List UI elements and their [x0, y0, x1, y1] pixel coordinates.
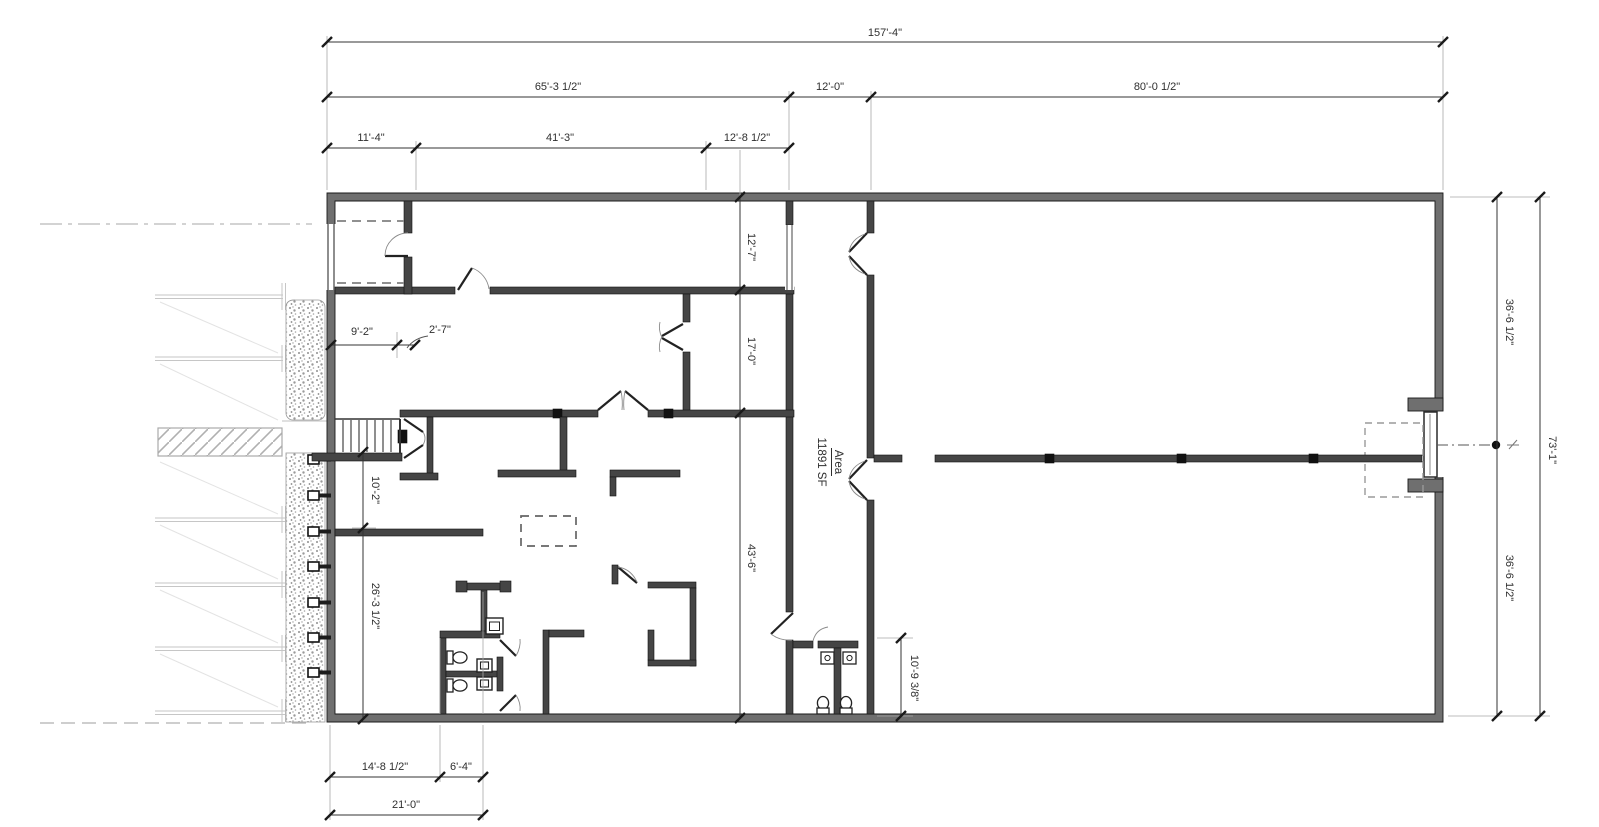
double-door-leaf — [597, 390, 622, 411]
dim-room-43-6: 43'-6" — [745, 544, 757, 572]
curb-curve — [285, 299, 296, 308]
t-partition — [559, 416, 568, 472]
entry-door-leaf — [403, 418, 424, 433]
corridor-restroom-wall — [792, 640, 814, 649]
l-partition — [609, 469, 681, 478]
dim-restroom-10-9: 10'-9 3/8" — [908, 655, 920, 701]
storefront-window — [326, 224, 336, 290]
dim-left-block: 65'-3 1/2" — [535, 81, 581, 93]
dim-room-9-2: 9'-2" — [351, 326, 373, 338]
corridor-right-wall — [866, 200, 875, 234]
dim-stair-10-2: 10'-2" — [369, 476, 381, 504]
storage-door-leaf — [617, 566, 638, 584]
dim-corridor: 12'-0" — [816, 81, 844, 93]
exterior-walls — [326, 192, 1444, 723]
dim-room-12-7: 12'-7" — [745, 233, 757, 261]
leader-line — [406, 335, 429, 349]
parking-stall-diagonals — [159, 301, 279, 708]
corridor-double-door-bottom — [848, 459, 868, 480]
corridor-restroom-sinks — [820, 651, 857, 665]
plumbing-fixtures — [446, 617, 857, 715]
dim-door-2-7: 2'-7" — [429, 324, 451, 336]
dashed-symbols — [337, 220, 577, 547]
area-label-title: Area — [832, 450, 844, 475]
dim-room-17-0: 17'-0" — [745, 337, 757, 365]
site-parking-area — [40, 223, 327, 724]
warehouse-demising-wall — [873, 454, 903, 463]
stair-wall — [311, 452, 403, 462]
centerline-symbol-icon — [1507, 439, 1519, 450]
office-door-leaf — [457, 267, 473, 291]
door-leaves — [385, 232, 868, 712]
parking-stall-stripes — [155, 283, 286, 722]
room-divider-wall — [682, 293, 691, 323]
dim-overall-width: 157'-4" — [868, 27, 902, 39]
office-rear-door-leaf — [770, 612, 794, 635]
area-label: Area 11891 SF — [815, 437, 844, 486]
area-label-value: 11891 SF — [815, 437, 827, 486]
gravel-strip-upper — [285, 299, 326, 421]
dim-back-bay: 12'-8 1/2" — [724, 132, 770, 144]
extension-lines — [326, 36, 1550, 820]
dim-bottom-14-8: 14'-8 1/2" — [362, 761, 408, 773]
column-dashed-box — [520, 515, 577, 547]
corridor-left-wall — [785, 200, 794, 226]
interior-partitions — [311, 200, 1423, 715]
hatched-walkway — [157, 427, 283, 457]
dimension-text: 157'-4" 65'-3 1/2" 12'-0" 80'-0 1/2" 11'… — [351, 27, 1558, 811]
office-front-wall — [334, 286, 456, 295]
vestibule-wall — [403, 200, 413, 234]
stair — [335, 418, 401, 453]
office-low-wall — [334, 528, 484, 537]
dock-door-swing-dashed — [1364, 422, 1424, 498]
dock-door-recess — [1364, 397, 1519, 498]
door-swing-arcs — [384, 232, 866, 712]
corridor-window — [785, 225, 794, 290]
dim-bottom-6-4: 6'-4" — [450, 761, 472, 773]
centerline-node — [1491, 440, 1501, 450]
corridor-double-door-top — [848, 232, 868, 253]
stair-treads — [342, 420, 392, 452]
dimension-ticks — [321, 36, 1546, 821]
office-mid-wall — [399, 409, 599, 418]
dim-entry-bay: 11'-4" — [357, 132, 384, 144]
dim-bottom-21-0: 21'-0" — [392, 799, 420, 811]
dim-right-lower: 36'-6 1/2" — [1503, 555, 1515, 601]
dim-overall-height: 73'-1" — [1546, 436, 1558, 464]
dim-right-upper: 36'-6 1/2" — [1503, 299, 1515, 345]
dim-right-block: 80'-0 1/2" — [1134, 81, 1180, 93]
doors — [384, 232, 868, 712]
dimension-lines — [327, 41, 1541, 816]
dim-office-26-3: 26'-3 1/2" — [369, 583, 381, 629]
dim-office-bay: 41'-3" — [546, 132, 574, 144]
building-shell — [307, 192, 1519, 723]
restroom-door-leaf — [499, 639, 517, 657]
storage-room-wall — [647, 581, 697, 589]
sink-icon — [485, 617, 504, 635]
